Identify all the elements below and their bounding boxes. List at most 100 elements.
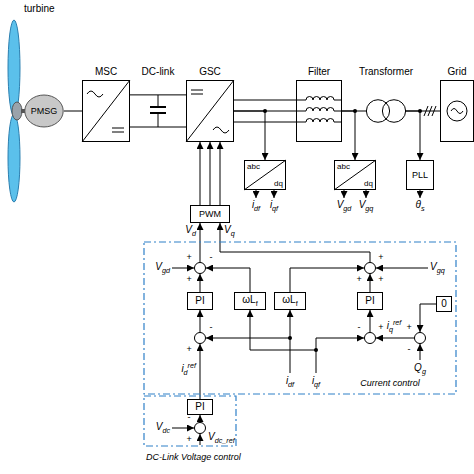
filter-box: Filter xyxy=(296,80,342,142)
transform-block: abcdq xyxy=(244,160,286,190)
inductor-symbol xyxy=(306,108,334,112)
subscript-part: q xyxy=(231,229,235,238)
text-part: θ xyxy=(415,199,420,210)
signal-wire xyxy=(200,344,201,399)
subscript-part: df xyxy=(288,380,294,389)
phase-wire xyxy=(296,111,306,112)
connector-layer xyxy=(64,95,440,422)
node-text: - xyxy=(188,412,191,422)
text-part: V xyxy=(224,224,231,235)
text-part: i xyxy=(312,375,314,386)
circle-outline xyxy=(194,332,206,344)
subscript-part: gq xyxy=(437,266,445,275)
signal-label: iqf xyxy=(270,199,278,213)
node-text: PMSG xyxy=(31,106,58,116)
node-text: abc xyxy=(247,162,260,171)
node-text: - xyxy=(358,322,361,332)
node-text: ωLf xyxy=(282,294,297,308)
node-text: PI xyxy=(195,295,204,307)
dash-outline xyxy=(144,242,456,394)
subscript-part: gd xyxy=(162,266,170,275)
subscript-part: f xyxy=(256,299,258,308)
text-part: V xyxy=(208,431,215,442)
subscript-part: g xyxy=(422,367,426,376)
converter-diagonal xyxy=(82,80,130,142)
text-part: V xyxy=(156,421,163,432)
phase-wire xyxy=(334,111,342,112)
node-text: PI xyxy=(365,295,374,307)
subscript-part: qf xyxy=(314,380,320,389)
signal-wire xyxy=(366,190,367,198)
constant-box: 0 xyxy=(436,296,452,312)
signal-wire xyxy=(290,310,291,373)
pll-box: PLL xyxy=(406,160,434,190)
node-text: - xyxy=(210,322,213,332)
pi-controller: PI xyxy=(187,399,213,415)
signal-wire xyxy=(172,268,194,269)
text-part: i xyxy=(286,375,288,386)
capacitor-plate xyxy=(150,106,166,108)
node-text: Current control xyxy=(360,378,420,388)
inductor-symbol xyxy=(306,97,334,100)
signal-wire xyxy=(344,190,345,198)
converter-box: MSC xyxy=(82,80,130,142)
text-part: i xyxy=(252,199,254,210)
node-text: + xyxy=(378,322,383,332)
signal-wire xyxy=(250,310,316,350)
signal-wire xyxy=(200,274,201,292)
text-part: V xyxy=(155,261,162,272)
supscript-part: ref xyxy=(188,361,196,370)
signal-wire xyxy=(206,268,250,292)
node-text: abc xyxy=(337,162,350,171)
circle-outline xyxy=(194,422,206,434)
subscript-part: qf xyxy=(272,204,278,213)
signal-wire xyxy=(420,190,421,198)
phase-wire xyxy=(334,100,342,101)
converter-box: GSC xyxy=(186,80,234,142)
junction-circle xyxy=(414,332,425,343)
junction-circle xyxy=(364,262,375,273)
subscript-part: s xyxy=(421,204,425,213)
signal-wire xyxy=(316,338,364,373)
gain-box: ωLf xyxy=(234,292,266,310)
wind-turbine xyxy=(8,20,25,202)
signal-label: idf xyxy=(252,199,260,213)
capacitor-lead xyxy=(158,95,159,107)
pi-controller: PI xyxy=(187,292,213,310)
generator-ellipse: PMSG xyxy=(24,94,64,128)
node-text: Grid xyxy=(448,66,467,78)
signal-label: Vq xyxy=(224,224,235,238)
signal-wire xyxy=(406,111,420,160)
junction-circle xyxy=(194,262,205,273)
circle-outline xyxy=(364,332,376,344)
converter-diagonal xyxy=(186,80,234,142)
text-part: V xyxy=(185,224,192,235)
subscript-part: gq xyxy=(365,204,373,213)
signal-wire xyxy=(420,344,421,360)
signal-wire xyxy=(342,111,355,160)
text-part: V xyxy=(337,199,344,210)
gate-signal-wire xyxy=(220,142,221,205)
signal-label: Vgd xyxy=(337,199,352,213)
text-part: Q xyxy=(414,362,422,373)
subscript-part: q xyxy=(389,326,393,335)
signal-label: DC-link xyxy=(142,66,175,78)
transformer-symbol: Transformer xyxy=(366,99,406,123)
text-part: i xyxy=(181,364,183,375)
dc-symbol xyxy=(191,90,203,91)
signal-wire xyxy=(274,190,275,198)
power-circuit xyxy=(82,80,467,190)
signal-label: idref xyxy=(181,362,196,378)
winding-circle xyxy=(382,100,405,123)
text-part: V xyxy=(359,199,366,210)
summing-junction: +++ xyxy=(364,262,376,274)
signal-wire xyxy=(200,310,201,332)
signal-label: Vgd xyxy=(155,261,170,275)
signal-wire xyxy=(210,142,211,205)
dc-symbol xyxy=(191,94,203,95)
turbine-blade xyxy=(8,20,20,116)
circle-outline xyxy=(414,332,426,344)
node-text: + xyxy=(406,322,411,332)
signal-label: Vgq xyxy=(430,261,445,275)
